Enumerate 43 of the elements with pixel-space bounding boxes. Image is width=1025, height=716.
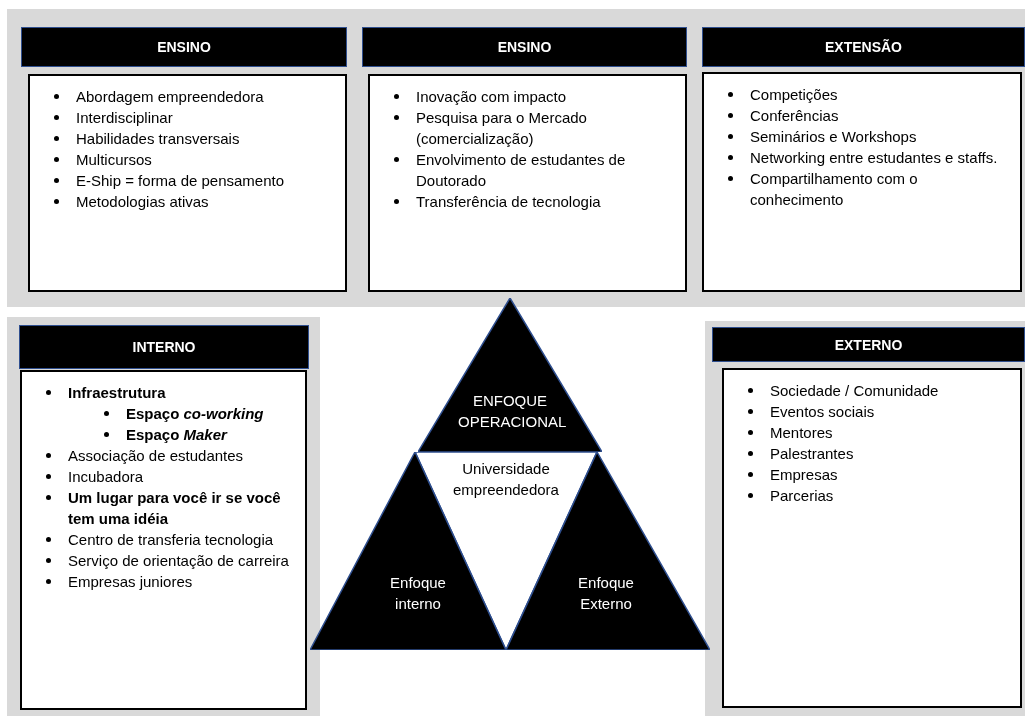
list-item: Envolvimento de estudantes de Doutorado: [416, 149, 677, 191]
triangle-label: Enfoque Externo: [577, 573, 635, 614]
list-item: Seminários e Workshops: [750, 126, 1012, 147]
list-item: E-Ship = forma de pensamento: [76, 170, 337, 191]
list-item: Centro de transferia tecnologia: [68, 529, 297, 550]
list-item: Transferência de tecnologia: [416, 191, 677, 212]
list-item: Sociedade / Comunidade: [770, 380, 1012, 401]
list-item: Compartilhamento com o conhecimento: [750, 168, 1012, 210]
list-item: Mentores: [770, 422, 1012, 443]
list-item: Pesquisa para o Mercado (comercialização): [416, 107, 677, 149]
list-item: Conferências: [750, 105, 1012, 126]
section-header: ENSINO: [21, 27, 347, 67]
list-panel: [722, 368, 1022, 708]
list-item: Empresas juniores: [68, 571, 297, 592]
list-item: Eventos sociais: [770, 401, 1012, 422]
list-item: Metodologias ativas: [76, 191, 337, 212]
section-header: INTERNO: [19, 325, 309, 369]
list-item: Habilidades transversais: [76, 128, 337, 149]
list-item: Interdisciplinar: [76, 107, 337, 128]
list-panel: [20, 370, 307, 710]
list-item: Incubadora: [68, 466, 297, 487]
list-item: Abordagem empreendedora: [76, 86, 337, 107]
list-item: Inovação com impacto: [416, 86, 677, 107]
list-item: Um lugar para você ir se você tem uma idéia: [68, 487, 297, 529]
list-item: Palestrantes: [770, 443, 1012, 464]
list-item: Competições: [750, 84, 1012, 105]
list-panel: [368, 74, 687, 292]
triangle-label: Universidade empreendedora: [452, 459, 560, 500]
list-item: Networking entre estudantes e staffs.: [750, 147, 1012, 168]
list-item: Empresas: [770, 464, 1012, 485]
list-item: Espaço co-working: [126, 403, 297, 424]
list-item: Espaço Maker: [126, 424, 297, 445]
list-item: Multicursos: [76, 149, 337, 170]
list-panel: [702, 72, 1022, 292]
list-item: Parcerias: [770, 485, 1012, 506]
list-item: Serviço de orientação de carreira: [68, 550, 297, 571]
list-panel: [28, 74, 347, 292]
section-header: ENSINO: [362, 27, 687, 67]
triangle-label: Enfoque interno: [389, 573, 447, 614]
section-header: EXTERNO: [712, 327, 1025, 362]
section-header: EXTENSÃO: [702, 27, 1025, 67]
list-item: Infraestrutura: [68, 382, 297, 403]
list-item: Associação de estudantes: [68, 445, 297, 466]
